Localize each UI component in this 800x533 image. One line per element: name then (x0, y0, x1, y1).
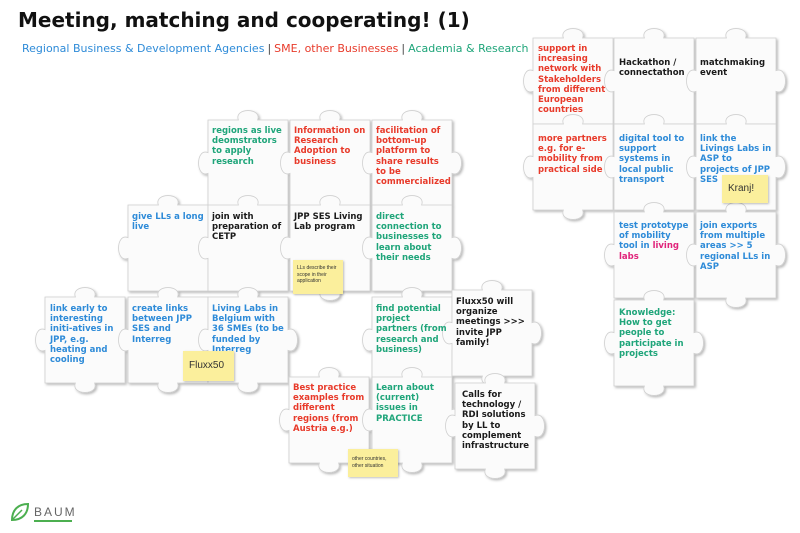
piece-learn-current-issues: Learn about (current) issues in PRACTICE (376, 383, 434, 424)
piece-give-lls-long-live: give LLs a long live (132, 212, 204, 233)
piece-find-project-partners: find potential project partners (from re… (376, 304, 447, 355)
piece-fluxx50-meetings: Fluxx50 will organize meetings >>> invit… (456, 297, 525, 348)
puzzle-piece (198, 195, 298, 301)
piece-calls-for-technology: Calls for technology / RDI solutions by … (462, 390, 530, 451)
piece-more-partners-emobility: more partners e.g. for e-mobility from p… (538, 134, 607, 175)
sticky-note-other-countries: other countries, other situation (348, 449, 398, 477)
piece-living-labs-belgium: Living Labs in Belgium with 36 SMEs (to … (212, 304, 284, 355)
piece-test-prototype-mobility: test prototype of mobility tool in livin… (619, 221, 691, 262)
puzzle-piece (604, 290, 704, 396)
piece-join-cetp: join with preparation of CETP (212, 212, 282, 243)
puzzle-piece (35, 287, 135, 393)
legend-separator: | (401, 42, 406, 55)
piece-hackathon-connectathon: Hackathon / connectathon (619, 58, 685, 79)
legend: Regional Business & Development Agencies… (22, 42, 529, 55)
puzzle-piece (523, 114, 623, 220)
piece-test-prototype-text: test prototype of mobility tool in (619, 221, 689, 252)
puzzle-piece (442, 280, 542, 386)
piece-best-practice-examples: Best practice examples from different re… (293, 383, 365, 434)
legend-sme: SME, other Businesses (274, 42, 399, 55)
piece-regions-live-demonstrators: regions as live deomstrators to apply re… (212, 126, 282, 167)
legend-academia: Academia & Research (408, 42, 529, 55)
sticky-note-text: Kranj! (728, 183, 755, 194)
sticky-note-lls-describe: LLs describe their scope in their applic… (293, 260, 343, 294)
sticky-note-text: LLs describe their scope in their applic… (297, 265, 337, 284)
puzzle-piece (362, 367, 462, 473)
piece-link-early: link early to interesting initi-atives i… (50, 304, 114, 365)
piece-information-research-adoption: Information on Research Adoption to busi… (294, 126, 366, 167)
piece-matchmaking-event: matchmaking event (700, 58, 766, 79)
piece-join-experts-areas: join exports from multiple areas >> 5 re… (700, 221, 771, 272)
piece-digital-tool-transport: digital tool to support systems in local… (619, 134, 685, 185)
piece-facilitation-platform: facilitation of bottom-up platform to sh… (376, 126, 451, 187)
piece-link-living-labs-asp: link the Livings Labs in ASP to projects… (700, 134, 772, 185)
piece-knowledge-participation: Knowledge: How to get people to particip… (619, 308, 684, 359)
page-title: Meeting, matching and cooperating! (1) (18, 8, 470, 32)
sticky-note-kranj: Kranj! (722, 175, 768, 203)
puzzle-piece (686, 202, 786, 308)
sticky-note-fluxx50: Fluxx50 (183, 351, 234, 381)
logo-wordmark: BAUM (34, 505, 77, 519)
legend-separator: | (267, 42, 272, 55)
puzzle-piece (445, 373, 545, 479)
leaf-icon (10, 502, 30, 522)
sticky-note-text: Fluxx50 (189, 360, 225, 371)
sticky-note-text: other countries, other situation (352, 456, 387, 469)
piece-support-increasing-network: support in increasing network with Stake… (538, 44, 606, 116)
piece-direct-connection: direct connection to businesses to learn… (376, 212, 442, 263)
legend-regional: Regional Business & Development Agencies (22, 42, 265, 55)
puzzle-piece (604, 114, 704, 220)
logo-underline (34, 520, 72, 522)
piece-jpp-ses-living-lab: JPP SES Living Lab program (294, 212, 363, 233)
piece-test-prototype-living-labs: living labs (619, 241, 679, 262)
piece-create-links-interreg: create links between JPP SES and Interre… (132, 304, 192, 345)
puzzle-piece (604, 202, 704, 308)
